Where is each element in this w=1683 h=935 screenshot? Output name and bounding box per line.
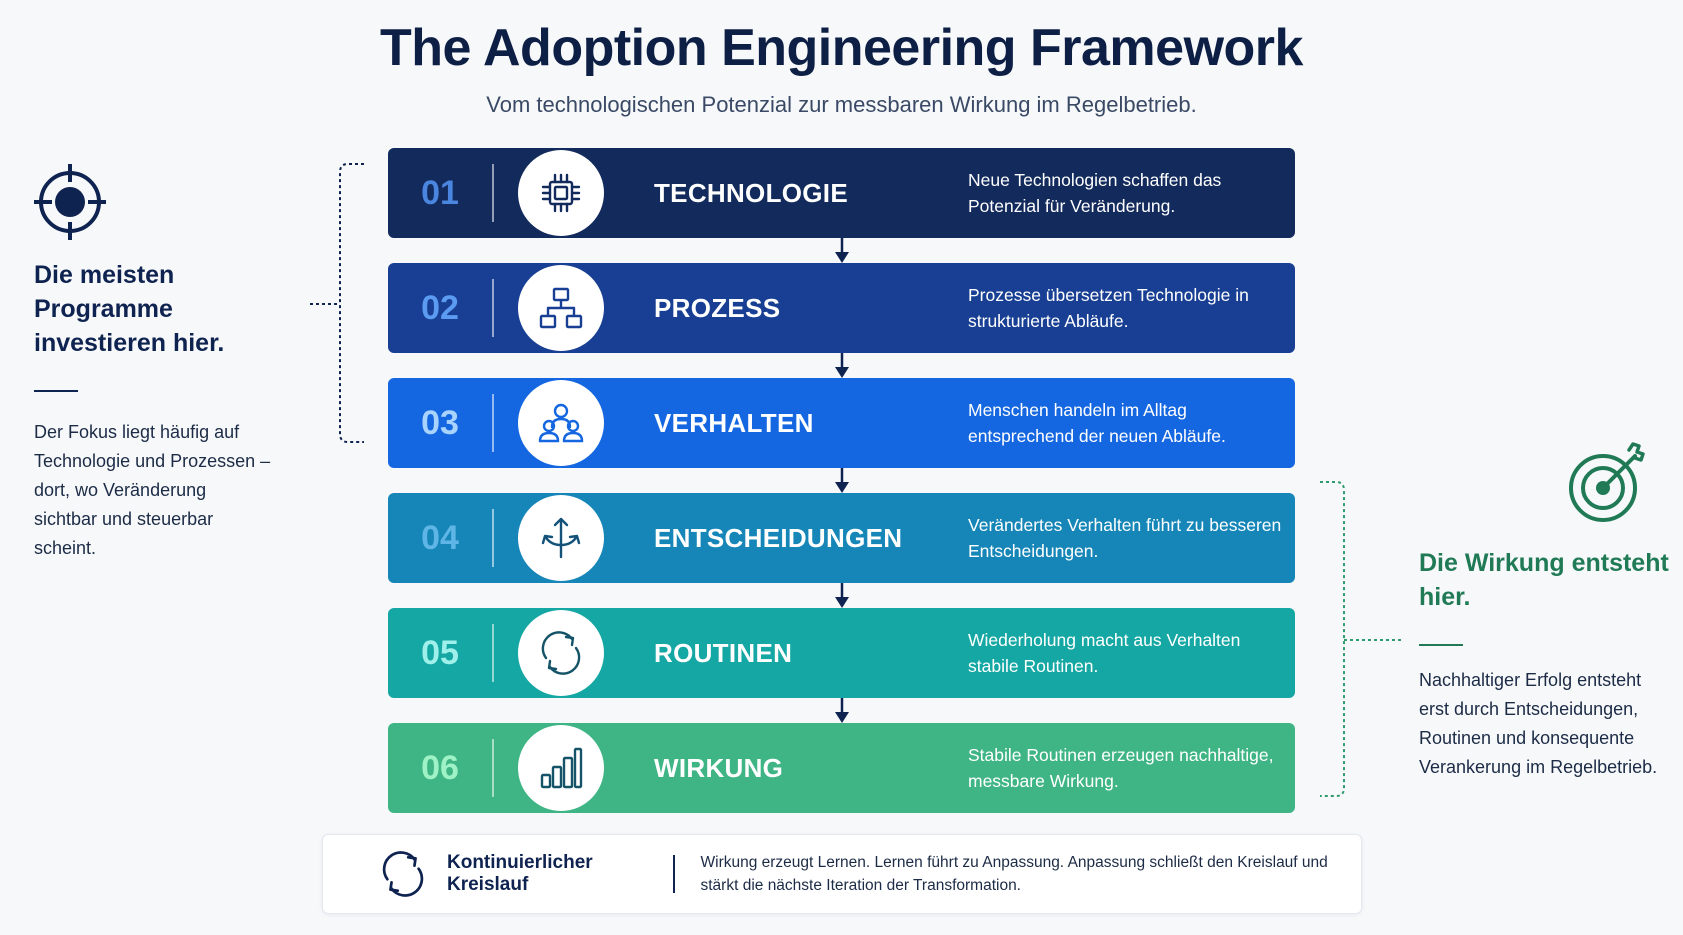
step-icon-circle (518, 610, 604, 696)
step-number: 06 (421, 748, 459, 787)
step-icon-circle (518, 265, 604, 351)
cycle-icon (382, 851, 424, 897)
right-body-text: Nachhaltiger Erfolg entsteht erst durch … (1419, 670, 1658, 777)
down-arrow-icon (835, 468, 849, 493)
continuous-loop-bar: Kontinuierlicher Kreislauf Wirkung erzeu… (322, 834, 1362, 914)
step-number: 05 (421, 633, 459, 672)
decision-arrows-icon (541, 517, 581, 559)
step-divider (492, 509, 494, 567)
step-divider (492, 164, 494, 222)
step-description: Wiederholung macht aus Verhalten stabile… (968, 630, 1241, 676)
step-label: VERHALTEN (654, 407, 814, 438)
down-arrow-icon (835, 583, 849, 608)
loop-description: Wirkung erzeugt Lernen. Lernen führt zu … (700, 854, 1328, 894)
step-icon-circle (518, 380, 604, 466)
left-body-text: Der Fokus liegt häufig auf Technologie u… (34, 422, 271, 558)
chip-icon (541, 173, 581, 213)
step-label: PROZESS (654, 292, 781, 323)
right-bracket (1320, 481, 1402, 797)
step-wirkung: 06 WIRKUNG Stabile Routinen erzeugen nac… (388, 723, 1295, 813)
crosshair-target-icon (34, 164, 106, 240)
down-arrow-icon (835, 698, 849, 723)
bullseye-arrow-icon (1569, 442, 1645, 522)
step-description: Verändertes Verhalten führt zu besseren … (968, 515, 1282, 561)
right-panel: Die Wirkung entsteht hier. Nachhaltiger … (1419, 440, 1669, 782)
page-title: The Adoption Engineering Framework (380, 19, 1303, 77)
left-heading: Die meisten Programme investieren hier. (34, 261, 225, 357)
loop-title: Kontinuierlicher Kreislauf (447, 852, 593, 895)
step-verhalten: 03 VERHALTEN Menschen handeln im Alltag … (388, 378, 1295, 493)
left-panel: Die meisten Programme investieren hier. … (34, 160, 274, 563)
right-divider (1419, 644, 1463, 646)
step-divider (492, 739, 494, 797)
cycle-icon (541, 631, 581, 675)
step-label: TECHNOLOGIE (654, 177, 848, 208)
step-divider (492, 394, 494, 452)
bar-chart-icon (540, 747, 583, 789)
left-bracket (310, 163, 364, 443)
step-description: Prozesse übersetzen Technologie in struk… (968, 285, 1249, 331)
right-heading: Die Wirkung entsteht hier. (1419, 549, 1669, 611)
step-number: 01 (421, 173, 459, 212)
step-technologie: 01 TECHNOLOGIE Neue Technologien schaffe… (388, 148, 1295, 263)
step-icon-circle (518, 150, 604, 236)
framework-steps: 01 TECHNOLOGIE Neue Technologien schaffe… (388, 148, 1295, 813)
step-description: Stabile Routinen erzeugen nachhaltige, m… (968, 745, 1274, 791)
step-routinen: 05 ROUTINEN Wiederholung macht aus Verha… (388, 608, 1295, 723)
step-number: 03 (421, 403, 459, 442)
step-label: ENTSCHEIDUNGEN (654, 522, 903, 553)
down-arrow-icon (835, 238, 849, 263)
step-description: Neue Technologien schaffen das Potenzial… (968, 170, 1222, 216)
step-label: ROUTINEN (654, 637, 793, 668)
down-arrow-icon (835, 353, 849, 378)
step-divider (492, 279, 494, 337)
step-label: WIRKUNG (654, 752, 784, 783)
people-group-icon (538, 403, 584, 443)
process-flow-icon (539, 287, 583, 329)
step-divider (492, 624, 494, 682)
step-icon-circle (518, 725, 604, 811)
step-icon-circle (518, 495, 604, 581)
step-prozess: 02 PROZESS Prozesse übersetzen Technolog… (388, 263, 1295, 378)
loop-divider (673, 855, 675, 893)
step-description: Menschen handeln im Alltag entsprechend … (968, 400, 1226, 446)
left-divider (34, 390, 78, 392)
step-entscheidungen: 04 ENTSCHEIDUNGEN Verändertes Verhalten … (388, 493, 1295, 608)
step-number: 02 (421, 288, 459, 327)
page-subtitle: Vom technologischen Potenzial zur messba… (486, 92, 1197, 117)
step-number: 04 (421, 518, 459, 557)
